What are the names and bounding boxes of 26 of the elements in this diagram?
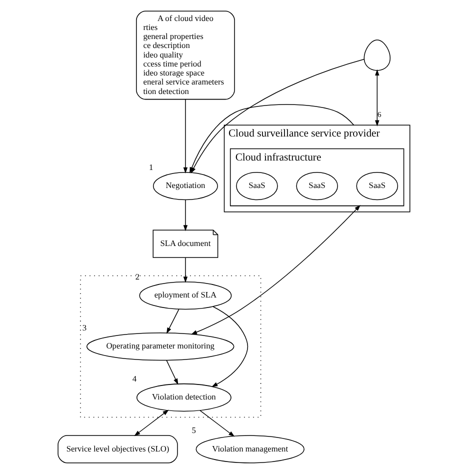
node-person bbox=[364, 40, 391, 71]
node-label: 3 bbox=[82, 323, 87, 332]
arrow bbox=[183, 99, 188, 174]
node-ellipse: SaaS bbox=[236, 172, 278, 200]
arrow bbox=[183, 257, 188, 283]
node-label: 2 bbox=[135, 272, 140, 282]
node-label: 4 bbox=[132, 374, 137, 384]
arrow bbox=[190, 204, 360, 335]
arrow bbox=[166, 308, 180, 334]
node-label: 1 bbox=[149, 162, 154, 172]
arrow bbox=[166, 360, 178, 385]
node-box: Service level objectives (SLO) bbox=[58, 435, 178, 464]
node-ellipse: Operating parameter monitoring bbox=[86, 332, 234, 361]
node-box: A of cloud video rties general properties ce description ideo quality ccess time period ideo storage space eneral service arameters tion detection bbox=[136, 10, 235, 100]
arrow bbox=[183, 199, 188, 232]
arrow bbox=[212, 306, 248, 387]
node-label: 5 bbox=[192, 426, 196, 436]
node-ellipse: SaaS bbox=[356, 172, 398, 200]
node-ellipse: eployment of SLA bbox=[139, 282, 232, 310]
node-ellipse: Negotiation bbox=[152, 172, 218, 200]
node-ellipse: SaaS bbox=[296, 172, 338, 200]
arrow bbox=[375, 69, 380, 126]
arrow bbox=[134, 410, 169, 436]
arrow bbox=[200, 410, 235, 437]
node-ellipse: Violation management bbox=[196, 435, 304, 464]
edge-label: 6 bbox=[378, 110, 382, 119]
